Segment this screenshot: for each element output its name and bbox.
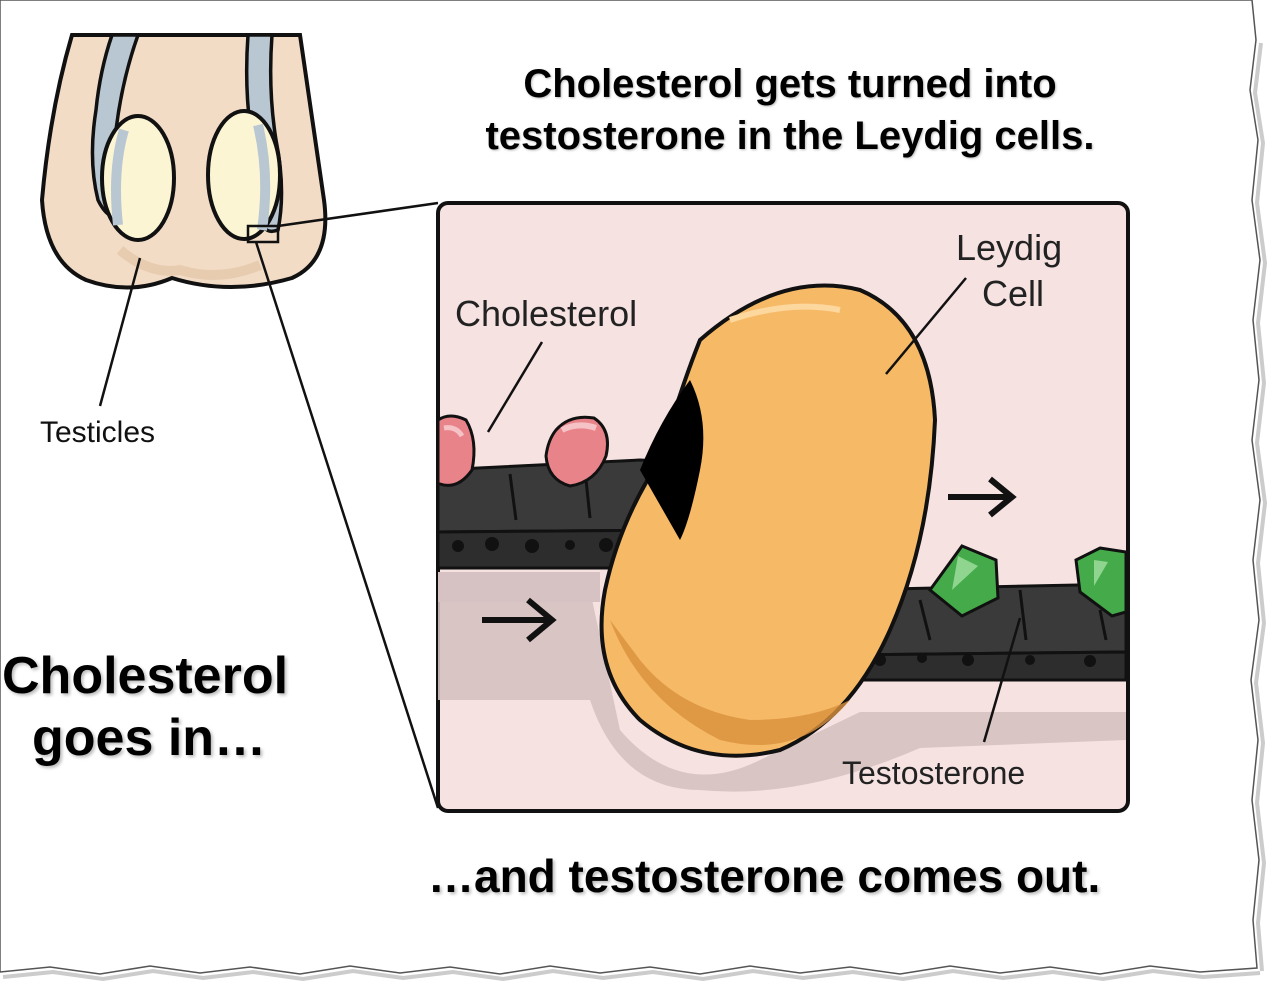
scrotum [39, 33, 328, 290]
cell-entry-opening [640, 380, 704, 540]
zoom-lines [254, 201, 440, 809]
cholesterol-label: Cholesterol [455, 293, 637, 334]
title-line1: Cholesterol gets turned into [523, 62, 1057, 106]
leydig-label-line2: Cell [982, 273, 1044, 314]
cholesterol-molecules [436, 414, 609, 488]
cholesterol-molecule [436, 414, 476, 487]
cholesterol-leader [486, 341, 544, 433]
input-caption: Cholesterol goes in… [2, 645, 332, 769]
testosterone-leader [982, 617, 1022, 743]
output-caption: …and testosterone comes out. [428, 850, 1101, 902]
testicles-leader [98, 257, 142, 407]
testosterone-molecules [927, 544, 1128, 618]
testicles-label: Testicles [40, 416, 155, 449]
leydig-leader [885, 277, 967, 375]
input-caption-line1: Cholesterol [2, 647, 289, 705]
leydig-cell [599, 283, 938, 758]
zoom-panel: Cholesterol Leydig Cell Testosterone [436, 201, 1130, 813]
zoom-source-box [246, 224, 280, 244]
input-caption-line2: goes in… [32, 709, 267, 767]
testicles-illustration [39, 33, 328, 290]
testosterone-molecule [927, 544, 1000, 618]
leydig-label-line1: Leydig [956, 227, 1062, 268]
page-title: Cholesterol gets turned into testosteron… [400, 58, 1180, 162]
title-line2: testosterone in the Leydig cells. [485, 114, 1095, 158]
right-arrow-icon [482, 597, 557, 643]
testosterone-label: Testosterone [842, 755, 1025, 791]
cholesterol-molecule [544, 415, 609, 488]
testosterone-molecule [1074, 546, 1128, 618]
right-arrow-icon [948, 476, 1017, 518]
